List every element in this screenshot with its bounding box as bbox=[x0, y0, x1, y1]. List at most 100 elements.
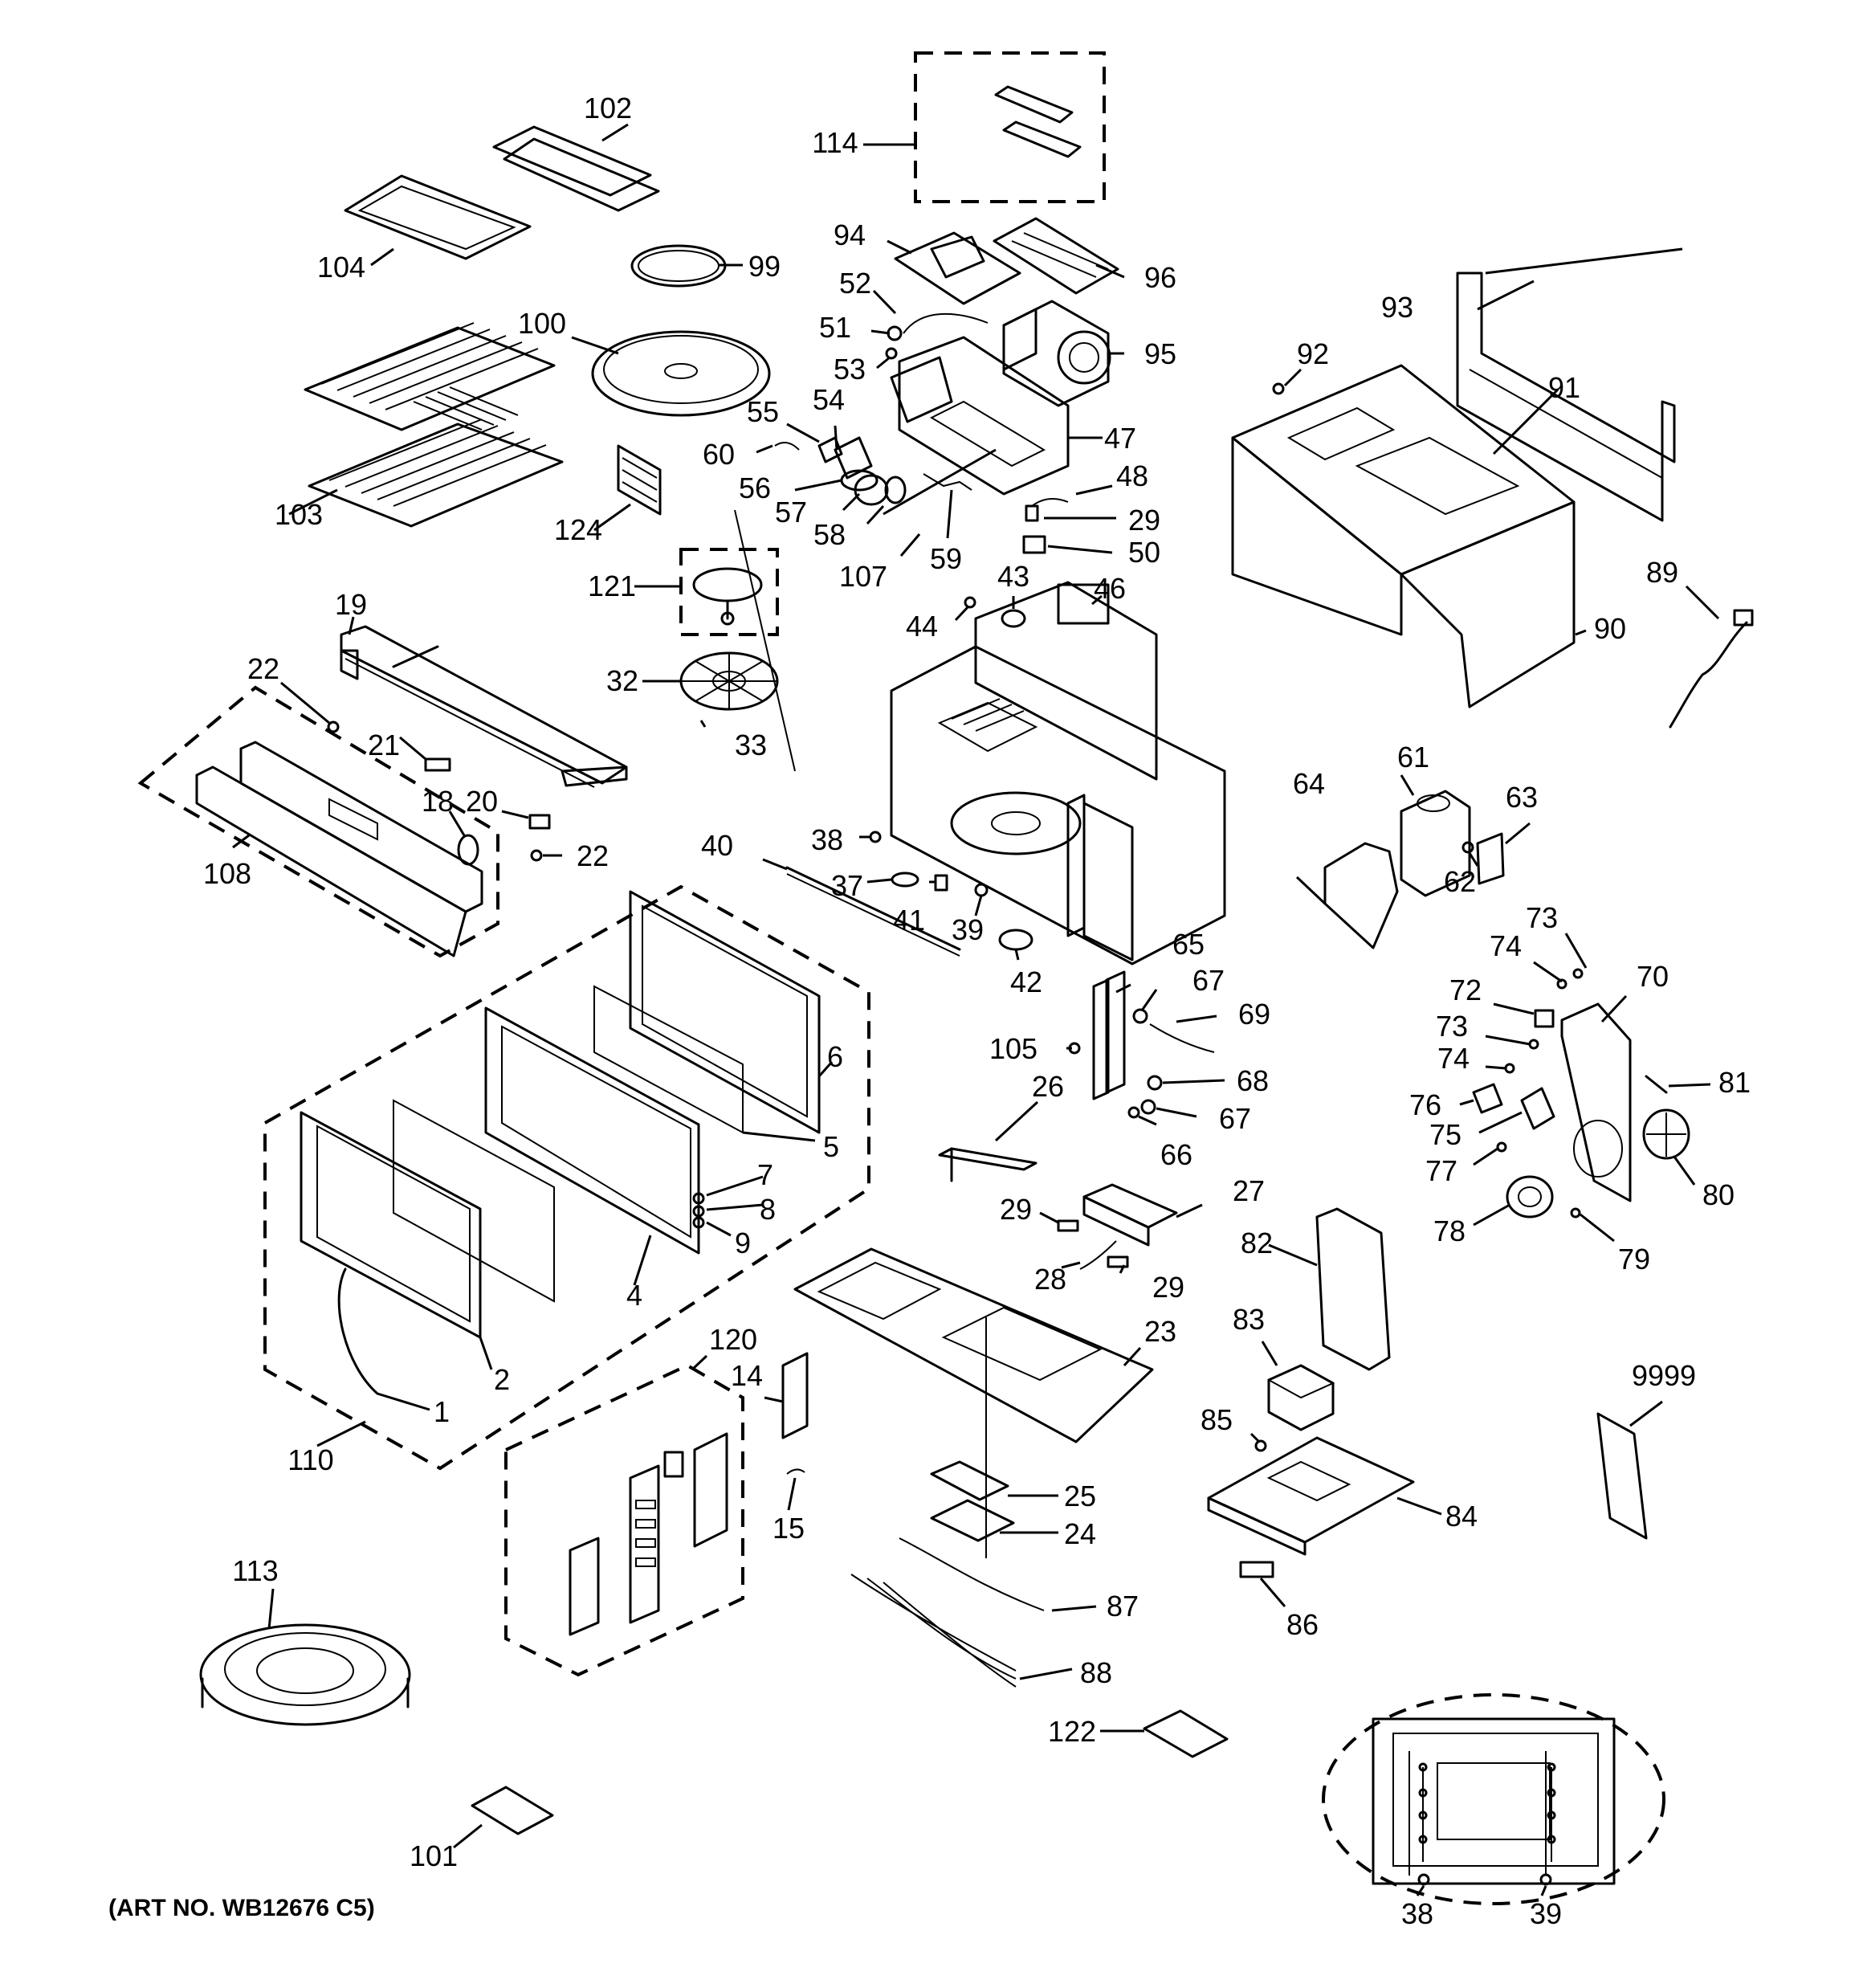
vent-46 bbox=[1057, 583, 1110, 625]
label-84: 84 bbox=[1445, 1500, 1478, 1533]
lens-24 bbox=[930, 1499, 1015, 1542]
nut-38b bbox=[1417, 1873, 1430, 1886]
magnetron-61 bbox=[1400, 790, 1471, 897]
label-67b: 67 bbox=[1219, 1102, 1251, 1135]
label-55: 55 bbox=[747, 395, 779, 428]
label-69: 69 bbox=[1238, 998, 1270, 1031]
group-box-110 bbox=[263, 884, 870, 1471]
label-62: 62 bbox=[1444, 865, 1476, 898]
label-22a: 22 bbox=[247, 652, 279, 685]
label-82: 82 bbox=[1241, 1227, 1273, 1259]
screw-22b bbox=[530, 849, 543, 862]
nut-39b bbox=[1539, 1873, 1552, 1886]
label-39b: 39 bbox=[1530, 1897, 1562, 1930]
label-96: 96 bbox=[1144, 261, 1176, 294]
label-38a: 38 bbox=[811, 823, 843, 856]
glass-5 bbox=[593, 985, 744, 1134]
screw-92 bbox=[1272, 382, 1285, 395]
rack-113 bbox=[199, 1623, 411, 1726]
turntable-tray-100 bbox=[591, 330, 771, 417]
roller-ring-32 bbox=[679, 651, 779, 711]
motor-assembly-47 bbox=[890, 336, 1070, 496]
rack-103 bbox=[304, 322, 564, 528]
label-43: 43 bbox=[997, 560, 1029, 593]
filter-104 bbox=[344, 174, 532, 260]
label-122: 122 bbox=[1048, 1715, 1096, 1748]
label-63: 63 bbox=[1506, 781, 1538, 814]
label-73a: 73 bbox=[1526, 901, 1558, 934]
part-labels: 102 104 99 100 103 124 114 94 96 52 51 9… bbox=[203, 92, 1751, 1930]
label-124: 124 bbox=[554, 513, 602, 546]
label-77: 77 bbox=[1425, 1154, 1457, 1187]
label-72: 72 bbox=[1449, 974, 1482, 1006]
label-105: 105 bbox=[989, 1032, 1037, 1065]
label-9999: 9999 bbox=[1632, 1359, 1696, 1392]
clip-76 bbox=[1472, 1083, 1503, 1114]
manual-9999 bbox=[1596, 1412, 1648, 1540]
handle-1 bbox=[337, 1268, 379, 1395]
nut-39a bbox=[974, 883, 989, 897]
wire-60 bbox=[774, 442, 800, 451]
label-53: 53 bbox=[834, 353, 866, 386]
label-68: 68 bbox=[1237, 1064, 1269, 1097]
label-89: 89 bbox=[1646, 556, 1678, 589]
harness-87 bbox=[899, 1537, 1045, 1611]
wire-52 bbox=[903, 312, 989, 334]
label-85: 85 bbox=[1201, 1403, 1233, 1436]
label-100: 100 bbox=[518, 307, 566, 340]
baffle-82 bbox=[1315, 1207, 1391, 1371]
ring-99 bbox=[630, 244, 727, 288]
latch-board-65 bbox=[1092, 970, 1126, 1100]
motor-78 bbox=[1506, 1175, 1554, 1219]
filter-102 bbox=[492, 125, 660, 212]
group-box-121 bbox=[679, 548, 779, 636]
screw-85 bbox=[1254, 1439, 1267, 1452]
cord-89 bbox=[1669, 621, 1748, 729]
bracket-93 bbox=[1456, 271, 1676, 522]
latch-8 bbox=[692, 1205, 705, 1218]
panel-frame-19 bbox=[340, 625, 628, 788]
card-122 bbox=[1143, 1709, 1229, 1758]
label-90: 90 bbox=[1594, 612, 1626, 645]
screw-62 bbox=[1461, 841, 1474, 854]
pad-86 bbox=[1239, 1561, 1274, 1578]
bracket-26 bbox=[938, 1147, 1037, 1182]
screw-22a bbox=[327, 720, 340, 733]
clip-20 bbox=[528, 814, 551, 830]
strip-40 bbox=[785, 866, 961, 951]
label-88: 88 bbox=[1080, 1656, 1112, 1689]
label-8: 8 bbox=[760, 1193, 776, 1226]
keypad-120 bbox=[569, 1432, 728, 1636]
bottom-plate-23 bbox=[793, 1247, 1154, 1443]
thermostat-43 bbox=[1001, 609, 1026, 628]
label-47: 47 bbox=[1104, 422, 1136, 455]
gear-57 bbox=[854, 474, 889, 506]
label-15: 15 bbox=[773, 1512, 805, 1545]
door-4 bbox=[484, 1006, 700, 1255]
transformer-83 bbox=[1266, 1364, 1335, 1431]
plate-50 bbox=[1022, 535, 1046, 554]
label-74b: 74 bbox=[1437, 1042, 1470, 1075]
board-14 bbox=[781, 1352, 809, 1439]
label-101: 101 bbox=[410, 1839, 458, 1872]
label-28: 28 bbox=[1034, 1263, 1066, 1296]
damper-114 bbox=[994, 85, 1082, 158]
label-64: 64 bbox=[1293, 767, 1325, 800]
label-114: 114 bbox=[812, 126, 858, 159]
label-18: 18 bbox=[422, 785, 454, 818]
screw-73b bbox=[1528, 1039, 1539, 1050]
label-32: 32 bbox=[606, 664, 638, 697]
label-29a: 29 bbox=[1128, 504, 1160, 537]
label-24: 24 bbox=[1064, 1517, 1096, 1550]
clip-41 bbox=[934, 874, 948, 892]
door-frame-6 bbox=[629, 890, 821, 1134]
label-76: 76 bbox=[1409, 1088, 1441, 1121]
label-61: 61 bbox=[1397, 741, 1429, 774]
label-39a: 39 bbox=[952, 913, 984, 946]
label-102: 102 bbox=[584, 92, 632, 125]
label-104: 104 bbox=[317, 251, 365, 284]
switch-67b bbox=[1140, 1099, 1156, 1115]
screw-74a bbox=[1556, 978, 1567, 990]
wire-69 bbox=[1149, 1023, 1215, 1053]
